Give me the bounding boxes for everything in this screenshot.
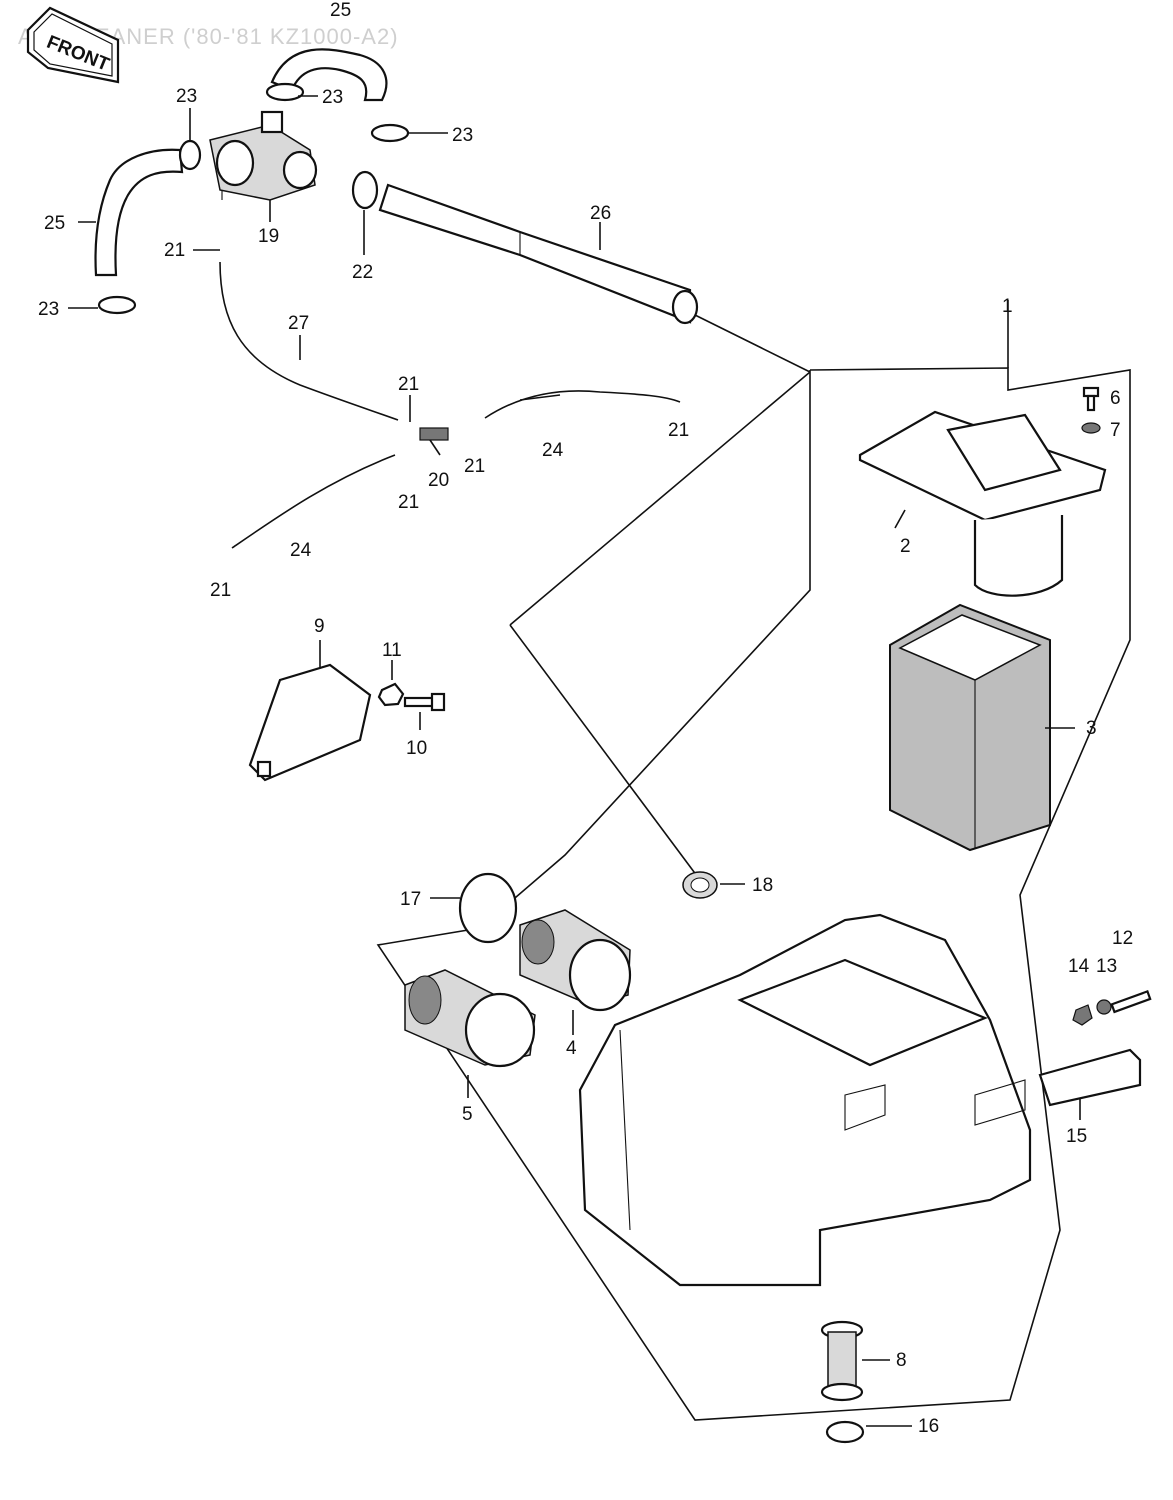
- callout-21d: 21: [464, 456, 485, 477]
- assembly-outline: [376, 367, 1131, 1421]
- callout-8: 8: [896, 1350, 907, 1371]
- hose-25-upper: [270, 48, 388, 102]
- callout-19: 19: [258, 226, 279, 247]
- callout-23b: 23: [322, 87, 343, 108]
- duct-5: [404, 969, 536, 1068]
- hose-25-left: [94, 148, 184, 277]
- fitting-20: [419, 427, 449, 441]
- callout-21c: 21: [668, 420, 689, 441]
- callout-21f: 21: [210, 580, 231, 601]
- callout-10: 10: [406, 738, 427, 759]
- callout-16: 16: [918, 1416, 939, 1437]
- callout-6: 6: [1110, 388, 1121, 409]
- hose-24-lower: [231, 454, 396, 549]
- callout-9: 9: [314, 616, 325, 637]
- callout-25b: 25: [44, 213, 65, 234]
- bracket-9: [248, 663, 372, 782]
- callout-7: 7: [1110, 420, 1121, 441]
- callout-26: 26: [590, 203, 611, 224]
- bolt-12: [1110, 989, 1152, 1014]
- callout-5: 5: [462, 1104, 473, 1125]
- callout-4: 4: [566, 1038, 577, 1059]
- duct-4: [519, 909, 632, 1012]
- callout-21e: 21: [398, 492, 419, 513]
- grommet-18: [682, 871, 718, 899]
- screw-6: [1082, 386, 1100, 412]
- clamp-23b: [265, 82, 305, 102]
- callout-3: 3: [1086, 718, 1097, 739]
- callout-27: 27: [288, 313, 309, 334]
- o-ring-17: [458, 872, 518, 944]
- bolt-10: [403, 692, 446, 712]
- nut-14: [1072, 1004, 1093, 1026]
- washer-13: [1096, 999, 1112, 1015]
- callout-1: 1: [1002, 296, 1013, 317]
- clamp-16: [825, 1420, 865, 1444]
- filter-element-3: [889, 603, 1051, 852]
- clamp-23d: [97, 295, 137, 315]
- air-box-housing: [578, 913, 1032, 1287]
- callout-22: 22: [352, 262, 373, 283]
- hose-26: [378, 183, 699, 325]
- callout-15: 15: [1066, 1126, 1087, 1147]
- callout-leaders: [68, 95, 1081, 1427]
- callout-23d: 23: [38, 299, 59, 320]
- bracket-15: [1038, 1048, 1142, 1107]
- callout-2: 2: [900, 536, 911, 557]
- cover-2: [858, 410, 1107, 597]
- front-arrow-badge: FRONT: [26, 6, 120, 84]
- callout-23c: 23: [452, 125, 473, 146]
- callout-20: 20: [428, 470, 449, 491]
- drain-tube-8: [820, 1320, 864, 1402]
- callout-21a: 21: [164, 240, 185, 261]
- callout-17: 17: [400, 889, 421, 910]
- callout-21b: 21: [398, 374, 419, 395]
- callout-23a: 23: [176, 86, 197, 107]
- reed-valve-19: [209, 110, 318, 201]
- callout-25a: 25: [330, 0, 351, 21]
- callout-labels: 1 2 3 4 5 6 7 8 9 10 11 12 13 14 15 16 1…: [38, 0, 1133, 1437]
- callout-24b: 24: [290, 540, 312, 561]
- callout-13: 13: [1096, 956, 1117, 977]
- callout-11: 11: [382, 640, 402, 661]
- callout-14: 14: [1068, 956, 1090, 977]
- hose-27: [219, 261, 399, 421]
- callout-18: 18: [752, 875, 773, 896]
- clamp-23c: [370, 123, 410, 143]
- washer-7: [1081, 422, 1101, 434]
- hose-24-upper: [484, 390, 681, 419]
- clamp-23a: [178, 139, 202, 171]
- clamp-22: [351, 170, 379, 210]
- nut-11: [377, 682, 405, 707]
- callout-12: 12: [1112, 928, 1133, 949]
- callout-24a: 24: [542, 440, 564, 461]
